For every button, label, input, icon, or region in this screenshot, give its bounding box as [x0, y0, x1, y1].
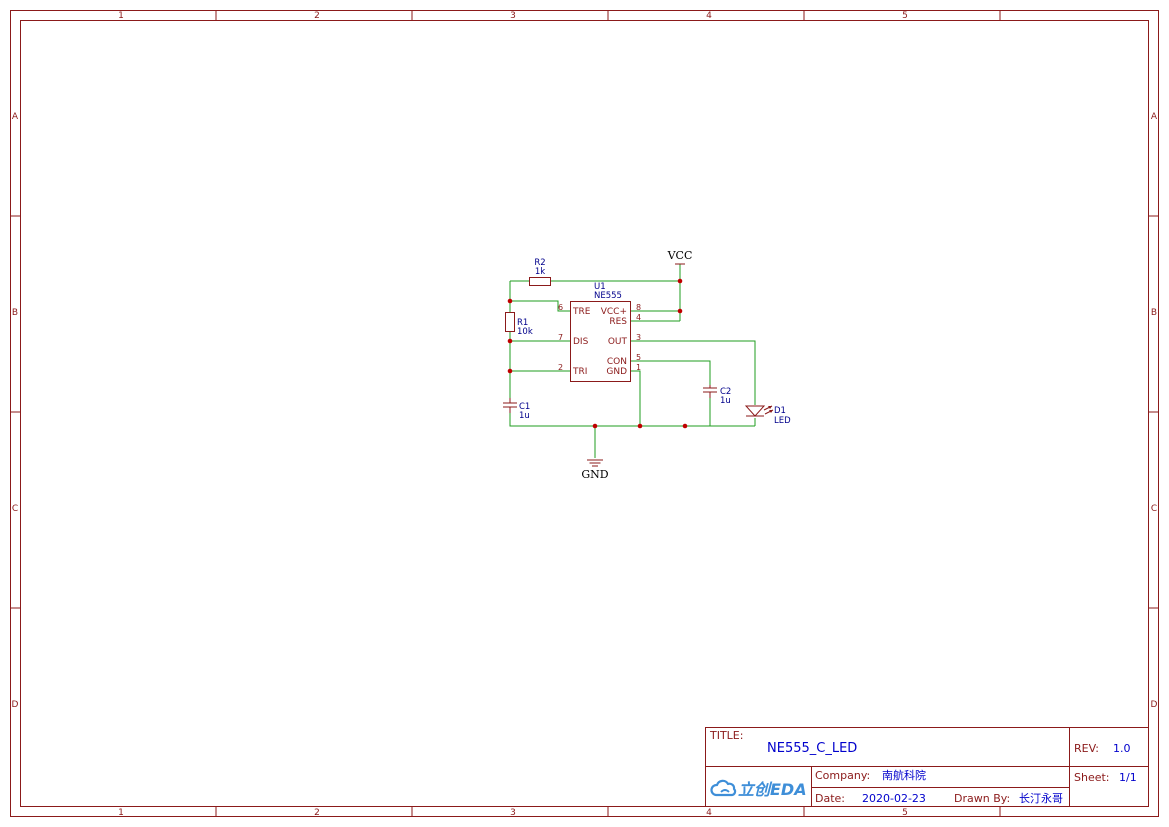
pin-res-label: RES	[609, 317, 627, 327]
resistor-r1[interactable]: R1 10k	[505, 312, 533, 338]
drawn-by-value: 长汀永哥	[1019, 791, 1063, 805]
zone-col-4-top: 4	[706, 11, 712, 21]
zone-row-a-left: A	[12, 112, 19, 122]
junction-pin1	[637, 423, 643, 429]
wire-c1-bottom[interactable]	[509, 413, 755, 427]
junction-c2	[682, 423, 688, 429]
resistor-r2[interactable]: R2 1k	[529, 258, 551, 286]
r1-value: 10k	[517, 327, 533, 337]
rev-value: 1.0	[1113, 742, 1131, 755]
pin-4-number: 4	[636, 313, 641, 322]
d1-ref: D1	[774, 406, 786, 416]
capacitor-c2[interactable]: C2 1u	[703, 385, 731, 406]
pin-8-number: 8	[636, 303, 641, 312]
lceda-logo: 立创EDA	[710, 779, 807, 799]
zone-col-4-bottom: 4	[706, 808, 712, 818]
zone-row-b-left: B	[12, 308, 18, 318]
zone-col-1-top: 1	[118, 11, 124, 21]
d1-value: LED	[774, 416, 791, 426]
pin-6-number: 6	[558, 303, 563, 312]
junction-vcc-r2	[677, 278, 683, 284]
drawn-by-label: Drawn By:	[954, 792, 1010, 805]
pin-vcc-label: VCC+	[601, 307, 627, 317]
r2-ref: R2	[534, 258, 545, 268]
zone-col-5-bottom: 5	[902, 808, 908, 818]
sheet-label: Sheet:	[1074, 771, 1110, 784]
zone-col-1-bottom: 1	[118, 808, 124, 818]
junctions	[507, 278, 688, 429]
zone-row-d-right: D	[1151, 700, 1158, 710]
zone-row-c-right: C	[1151, 504, 1157, 514]
zone-col-3-top: 3	[510, 11, 516, 21]
zone-row-b-right: B	[1151, 308, 1157, 318]
pin-5-number: 5	[636, 353, 641, 362]
sheet-value: 1/1	[1119, 771, 1137, 784]
junction-gnd	[592, 423, 598, 429]
zone-col-2-top: 2	[314, 11, 320, 21]
zone-row-c-left: C	[12, 504, 18, 514]
capacitor-c1[interactable]: C1 1u	[503, 398, 530, 421]
company-value: 南航科院	[882, 768, 926, 782]
wire-gnd-pin1[interactable]	[630, 370, 641, 426]
r2-value: 1k	[535, 267, 545, 277]
junction-tri	[507, 368, 513, 374]
logo-text: 立创EDA	[738, 780, 807, 799]
wire-out-pin3[interactable]	[630, 340, 756, 405]
zone-col-3-bottom: 3	[510, 808, 516, 818]
r1-ref: R1	[517, 318, 528, 328]
ic-u1-ne555[interactable]: U1 NE555 TRE DIS TRI VCC+ RES OUT CON GN…	[558, 282, 641, 382]
pin-3-number: 3	[636, 333, 641, 342]
pin-dis-label: DIS	[573, 337, 589, 347]
junction-tre	[507, 298, 513, 304]
pin-2-number: 2	[558, 363, 563, 372]
pin-7-number: 7	[558, 333, 563, 342]
c1-value: 1u	[519, 411, 530, 421]
zone-row-a-right: A	[1151, 112, 1158, 122]
wires	[509, 264, 756, 458]
zone-row-d-left: D	[12, 700, 19, 710]
vcc-net-label: VCC	[667, 249, 693, 262]
pin-tre-label: TRE	[572, 307, 591, 317]
title-value: NE555_C_LED	[767, 741, 857, 756]
pin-1-number: 1	[636, 363, 641, 372]
zone-col-2-bottom: 2	[314, 808, 320, 818]
pin-con-label: CON	[607, 357, 627, 367]
drawing-frame: 1 2 3 4 5 1 2 3 4 5 A B C D A B C D	[10, 10, 1159, 818]
c1-ref: C1	[519, 402, 530, 412]
rev-label: REV:	[1074, 742, 1099, 755]
company-label: Company:	[815, 769, 870, 782]
zone-col-5-top: 5	[902, 11, 908, 21]
cloud-icon	[710, 779, 737, 797]
title-label: TITLE:	[709, 729, 743, 742]
gnd-net-symbol[interactable]: GND	[581, 459, 609, 481]
title-block: TITLE: NE555_C_LED REV: 1.0 Company: 南航科…	[705, 727, 1149, 807]
pin-out-label: OUT	[608, 337, 628, 347]
c2-value: 1u	[720, 396, 731, 406]
c2-ref: C2	[720, 387, 731, 397]
gnd-net-label: GND	[581, 468, 608, 481]
date-label: Date:	[815, 792, 845, 805]
vcc-net-symbol[interactable]: VCC	[667, 249, 693, 265]
wire-con-pin5[interactable]	[630, 360, 711, 385]
wire-tre-pin6[interactable]	[510, 300, 570, 312]
u1-value: NE555	[594, 291, 622, 301]
u1-ref: U1	[594, 282, 606, 292]
pin-gnd-label: GND	[606, 367, 627, 377]
junction-vcc-res	[677, 308, 683, 314]
junction-dis	[507, 338, 513, 344]
pin-tri-label: TRI	[572, 367, 587, 377]
date-value: 2020-02-23	[862, 792, 926, 805]
led-d1[interactable]: D1 LED	[744, 405, 791, 426]
